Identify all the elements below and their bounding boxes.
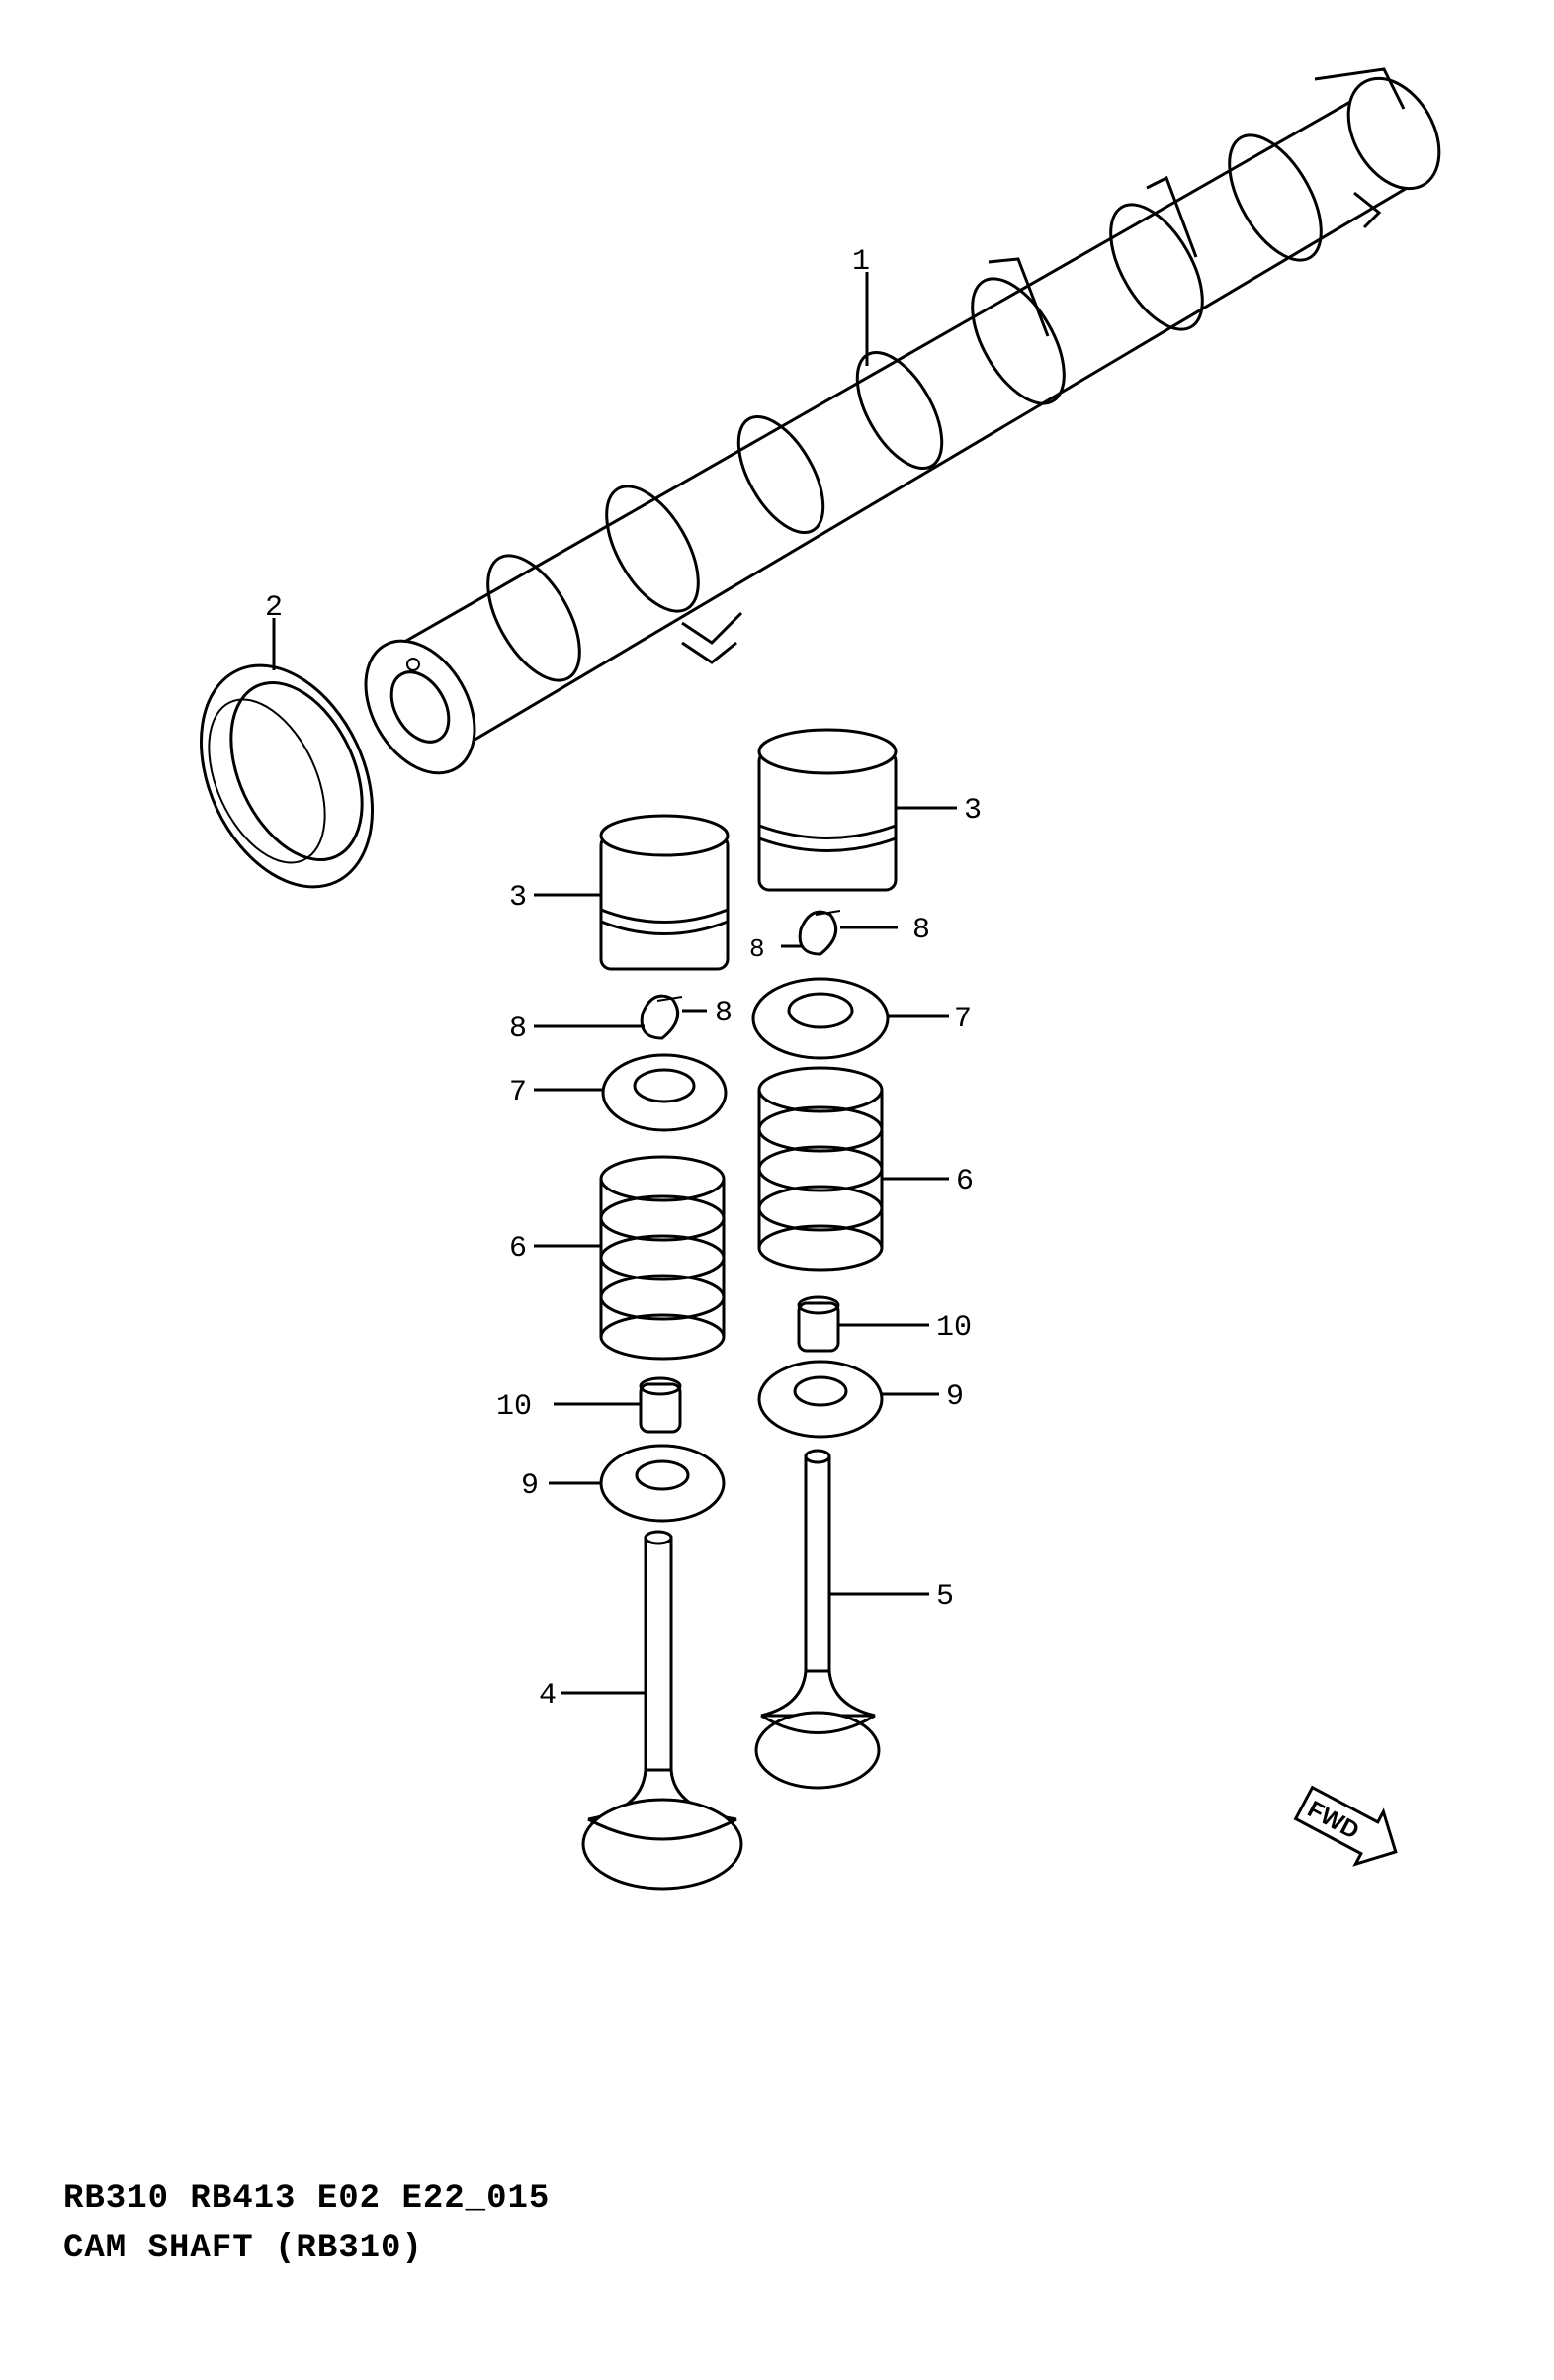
callout-8-left-a: 8 (509, 1013, 527, 1046)
callout-3-right: 3 (964, 794, 982, 828)
callout-5: 5 (936, 1580, 954, 1614)
spring-right (757, 1066, 884, 1272)
spring-seat-right (757, 1360, 884, 1439)
callout-10-left: 10 (496, 1390, 532, 1424)
callout-1: 1 (852, 245, 870, 279)
callout-6-left: 6 (509, 1232, 527, 1266)
callout-9-left: 9 (521, 1469, 539, 1503)
retainer-right (751, 977, 890, 1060)
stem-seal-right (797, 1295, 840, 1353)
callout-7-left: 7 (509, 1076, 527, 1109)
callout-8-right-b: 8 (912, 914, 930, 947)
spring-left (599, 1155, 726, 1361)
callout-3-left: 3 (509, 881, 527, 915)
camshaft (364, 67, 1441, 775)
callout-8-right-a: 8 (749, 934, 765, 964)
fwd-arrow: FWD (1293, 1785, 1398, 1867)
oil-seal (199, 663, 375, 889)
callout-10-right: 10 (936, 1311, 972, 1345)
valve-intake (581, 1530, 743, 1891)
cotter-left (640, 994, 683, 1040)
leader-lines (272, 272, 957, 1695)
callout-9-right: 9 (946, 1380, 964, 1414)
retainer-left (601, 1053, 728, 1132)
tappet-left (599, 814, 730, 971)
cotter-right (798, 910, 841, 956)
spring-seat-left (599, 1444, 726, 1523)
callout-7-right: 7 (954, 1003, 972, 1036)
valve-exhaust (754, 1449, 881, 1790)
diagram-code: RB310 RB413 E02 E22_015 (63, 2180, 551, 2218)
stem-seal-left (639, 1376, 682, 1434)
diagram-title: CAM SHAFT (RB310) (63, 2230, 423, 2267)
callout-6-right: 6 (956, 1165, 974, 1198)
callout-2: 2 (265, 591, 283, 625)
callout-4: 4 (539, 1679, 557, 1713)
tappet-right (757, 728, 898, 892)
callout-8-left-b: 8 (715, 997, 733, 1030)
